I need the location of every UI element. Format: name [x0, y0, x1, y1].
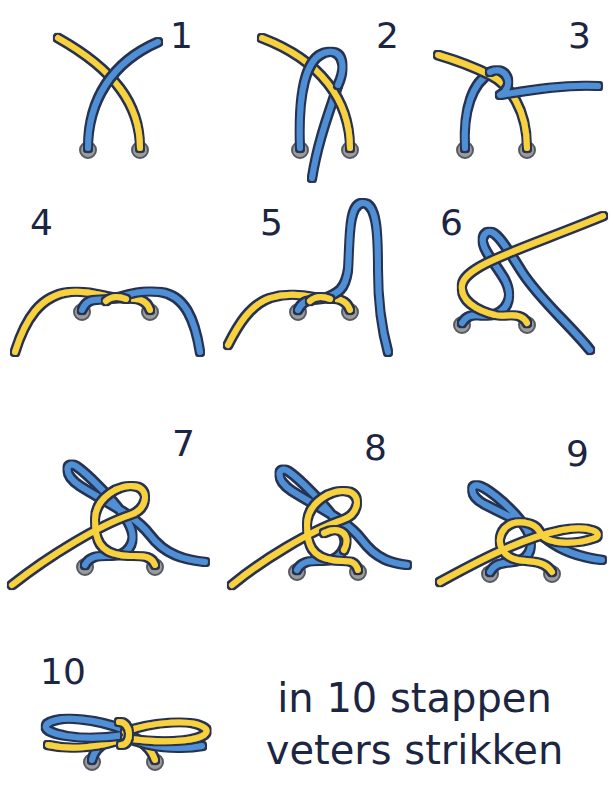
lace-part: [12, 486, 155, 585]
lace-part: [82, 291, 200, 352]
step-number: 10: [40, 652, 86, 692]
step-number: 9: [566, 434, 589, 474]
step-illustration: [228, 203, 388, 352]
step-illustration: [12, 465, 205, 585]
step-illustration: [454, 216, 603, 350]
step-illustration: [438, 55, 598, 158]
step-illustration: [262, 38, 358, 178]
step-number: 3: [568, 16, 591, 56]
step-number: 5: [260, 203, 283, 243]
lace-part: [438, 55, 527, 148]
lace-part: [232, 491, 358, 585]
lace-part: [324, 530, 347, 550]
lace-part: [228, 295, 350, 345]
lace-part: [312, 85, 338, 178]
lace-part: [465, 72, 492, 148]
lace-part: [88, 42, 158, 148]
lace-part: [300, 52, 343, 148]
step-illustration: [46, 719, 207, 770]
lace-part: [462, 216, 603, 323]
lace-part: [490, 70, 598, 95]
step-number: 8: [364, 428, 387, 468]
lace-part: [46, 719, 125, 738]
lace-part: [262, 38, 350, 148]
lace-part: [440, 522, 598, 582]
step-number: 4: [30, 203, 53, 243]
lace-part: [106, 297, 126, 301]
step-number: 1: [170, 16, 193, 56]
lace-part: [310, 297, 330, 301]
step-illustration: [15, 291, 200, 352]
step-number: 6: [440, 203, 463, 243]
step-number: 7: [172, 424, 195, 464]
caption: in 10 stappen veters strikken: [222, 672, 607, 776]
step-illustration: [440, 485, 602, 582]
lace-part: [298, 203, 388, 352]
step-illustration: [232, 470, 407, 585]
step-illustration: [58, 38, 158, 158]
lace-part: [119, 722, 129, 745]
step-number: 2: [376, 16, 399, 56]
lace-part: [15, 292, 150, 352]
lace-part: [462, 232, 590, 350]
lace-part: [125, 722, 207, 741]
